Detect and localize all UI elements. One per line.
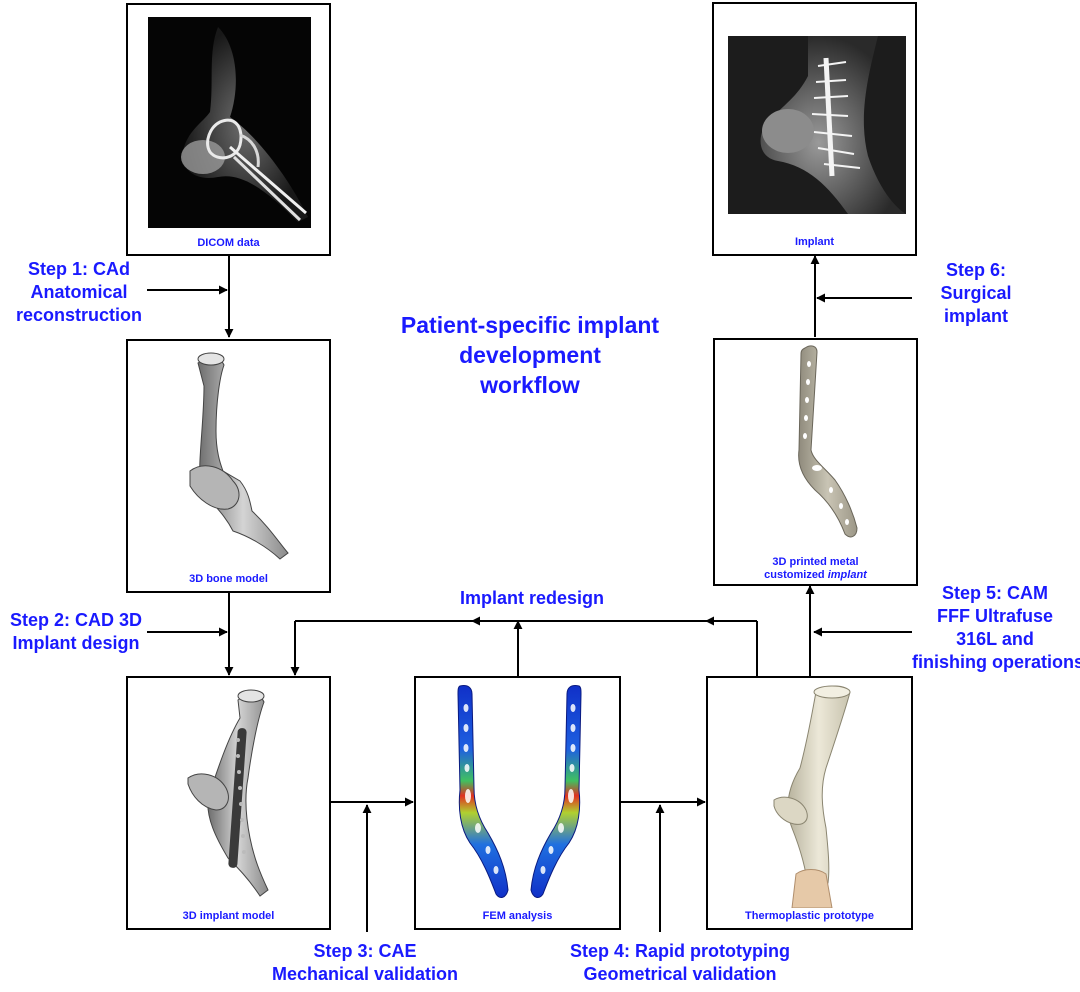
step6-line3: implant <box>943 306 1008 326</box>
step6-line1: Step 6: <box>945 260 1006 280</box>
implant-model-box: 3D implant model <box>126 676 331 930</box>
printed-metal-image <box>798 345 858 538</box>
thermoplastic-prototype-image <box>773 685 851 908</box>
dicom-xray-image <box>148 17 311 228</box>
step5-line3: 316L and <box>956 629 1034 649</box>
step6-label: Step 6: Surgical implant <box>920 259 1032 328</box>
step1-line2: Anatomical <box>30 282 128 302</box>
step2-label: Step 2: CAD 3D Implant design <box>0 609 152 655</box>
step3-line1: Step 3: CAE <box>313 941 417 961</box>
workflow-title-line2: development <box>459 342 601 368</box>
thermoplastic-prototype-caption: Thermoplastic prototype <box>745 910 874 922</box>
step6-line2: Surgical <box>940 283 1012 303</box>
step1-line3: reconstruction <box>15 305 143 325</box>
step4-label: Step 4: Rapid prototyping Geometrical va… <box>540 940 820 986</box>
fem-analysis-caption: FEM analysis <box>482 910 553 922</box>
step4-line2: Geometrical validation <box>583 964 777 984</box>
fem-analysis-box: FEM analysis <box>414 676 621 930</box>
dicom-data-box: DICOM data <box>126 3 331 256</box>
implant-xray-image <box>728 36 906 214</box>
printed-metal-caption-line2: customized <box>764 569 828 581</box>
implant-caption: Implant <box>794 236 835 248</box>
step3-label: Step 3: CAE Mechanical validation <box>250 940 480 986</box>
printed-metal-caption: 3D printed metal customized implant <box>715 556 916 582</box>
implant-model-image <box>187 689 269 897</box>
workflow-title-line3: workflow <box>480 372 580 398</box>
workflow-title: Patient-specific implant development wor… <box>355 310 705 400</box>
xray-implant-icon <box>728 36 906 214</box>
step3-line2: Mechanical validation <box>271 964 459 984</box>
step1-line1: Step 1: CAd <box>27 259 130 279</box>
step5-line1: Step 5: CAM <box>941 583 1048 603</box>
implant-redesign-label: Implant redesign <box>459 588 605 608</box>
printed-metal-box: 3D printed metal customized implant <box>713 338 918 586</box>
step2-line2: Implant design <box>12 633 140 653</box>
bone-model-image <box>189 352 289 560</box>
step5-line4: finishing operations <box>912 652 1080 672</box>
fem-analysis-image <box>457 685 582 898</box>
implant-box: Implant <box>712 2 917 256</box>
printed-metal-caption-italic: implant <box>827 569 867 581</box>
xray-foot-icon <box>181 27 308 222</box>
step4-line1: Step 4: Rapid prototyping <box>570 941 790 961</box>
implant-model-caption: 3D implant model <box>182 910 275 922</box>
workflow-title-line1: Patient-specific implant <box>400 312 660 338</box>
bone-model-caption: 3D bone model <box>189 573 268 585</box>
step2-line1: Step 2: CAD 3D <box>9 610 143 630</box>
printed-metal-caption-line1: 3D printed metal <box>772 556 859 568</box>
thermoplastic-prototype-box: Thermoplastic prototype <box>706 676 913 930</box>
bone-model-box: 3D bone model <box>126 339 331 593</box>
dicom-data-caption: DICOM data <box>197 237 260 249</box>
step5-line2: FFF Ultrafuse <box>936 606 1053 626</box>
step5-label: Step 5: CAM FFF Ultrafuse 316L and finis… <box>912 582 1080 674</box>
step1-label: Step 1: CAd Anatomical reconstruction <box>4 258 154 327</box>
